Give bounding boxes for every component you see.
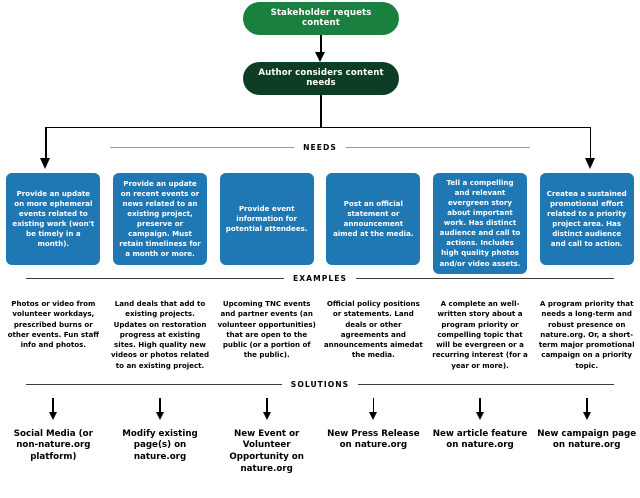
solutions-col-5: New article feature on nature.org xyxy=(427,398,534,475)
needs-col-3: Provide event information for potential … xyxy=(213,173,320,274)
need-card-press-release: Post an official statement or announceme… xyxy=(326,173,421,265)
solutions-col-6: New campaign page on nature.org xyxy=(533,398,640,475)
connector-drop-left xyxy=(45,127,47,161)
connector-drop-right xyxy=(589,127,592,161)
arrow-head-solution-1 xyxy=(49,411,58,420)
need-card-modify-page: Provide an update on recent events or ne… xyxy=(113,173,207,265)
examples-col-1: Photos or video from volunteer workdays,… xyxy=(0,299,107,371)
node-author-considers-needs: Author considers content needs xyxy=(243,62,399,95)
divider-rule-left xyxy=(26,277,285,280)
solution-text-event-volunteer: New Event or Volunteer Opportunity on na… xyxy=(229,428,304,474)
example-text-article-feature: A complete an well-written story about a… xyxy=(432,299,528,370)
solution-text-campaign-page: New campaign page on nature.org xyxy=(537,428,637,451)
examples-col-2: Land deals that add to existing projects… xyxy=(107,299,214,371)
solution-text-article-feature: New article feature on nature.org xyxy=(432,428,528,451)
arrow-head-branch-right xyxy=(584,158,595,169)
arrow-stem-solution-4 xyxy=(372,398,375,412)
example-text-social-media: Photos or video from volunteer workdays,… xyxy=(7,299,100,350)
arrow-stem-solution-1 xyxy=(52,398,55,412)
divider-rule-left xyxy=(25,383,282,386)
needs-col-4: Post an official statement or announceme… xyxy=(320,173,427,274)
arrow-head-stakeholder-to-author xyxy=(315,52,325,62)
arrow-head-solution-4 xyxy=(369,411,378,420)
example-text-event: Upcoming TNC events and partner events (… xyxy=(217,299,316,360)
arrow-head-solution-5 xyxy=(476,411,485,420)
arrow-head-solution-3 xyxy=(262,411,271,420)
section-divider-needs: NEEDS xyxy=(0,143,640,152)
connector-stem-author-to-bus xyxy=(320,95,322,128)
example-text-modify-page: Land deals that add to existing projects… xyxy=(110,299,210,370)
arrow-head-solution-2 xyxy=(156,411,164,420)
solutions-col-2: Modify existing page(s) on nature.org xyxy=(107,398,214,475)
divider-rule-right xyxy=(358,383,615,386)
examples-row: Photos or video from volunteer workdays,… xyxy=(0,299,640,371)
need-card-campaign: Createa a sustained promotional effort r… xyxy=(539,173,634,265)
solutions-col-3: New Event or Volunteer Opportunity on na… xyxy=(213,398,320,475)
solution-text-press-release: New Press Release on nature.org xyxy=(327,428,420,451)
needs-col-5: Tell a compelling and relevant evergreen… xyxy=(427,173,534,274)
solution-text-modify-page: Modify existing page(s) on nature.org xyxy=(122,428,198,462)
node-stakeholder-request: Stakeholder requets content xyxy=(243,2,399,35)
example-text-campaign: A program priority that needs a long-ter… xyxy=(538,299,635,370)
arrow-head-branch-left xyxy=(40,158,51,169)
divider-rule-right xyxy=(355,277,614,280)
needs-row: Provide an update on more ephemeral even… xyxy=(0,173,640,274)
example-text-press-release: Official policy positions or statements.… xyxy=(323,299,423,360)
connector-stem-stakeholder-to-author xyxy=(320,35,322,54)
examples-col-5: A complete an well-written story about a… xyxy=(427,299,534,371)
divider-rule-left xyxy=(110,147,295,148)
section-divider-solutions: SOLUTIONS xyxy=(0,380,640,389)
need-card-article-feature: Tell a compelling and relevant evergreen… xyxy=(433,173,528,274)
examples-col-6: A program priority that needs a long-ter… xyxy=(533,299,640,371)
divider-rule-right xyxy=(345,147,530,148)
need-card-event: Provide event information for potential … xyxy=(219,173,314,265)
section-label-needs: NEEDS xyxy=(303,143,337,152)
examples-col-4: Official policy positions or statements.… xyxy=(320,299,427,371)
needs-col-1: Provide an update on more ephemeral even… xyxy=(0,173,107,274)
solutions-col-1: Social Media (or non-nature.org platform… xyxy=(0,398,107,475)
connector-horizontal-bus xyxy=(45,126,591,129)
solutions-col-4: New Press Release on nature.org xyxy=(320,398,427,475)
arrow-stem-solution-6 xyxy=(585,398,588,412)
section-label-solutions: SOLUTIONS xyxy=(290,380,350,389)
section-divider-examples: EXAMPLES xyxy=(0,274,640,283)
arrow-stem-solution-5 xyxy=(479,398,481,412)
arrow-stem-solution-3 xyxy=(265,398,268,412)
arrow-stem-solution-2 xyxy=(159,398,161,412)
section-label-examples: EXAMPLES xyxy=(293,274,347,283)
solution-text-social-media: Social Media (or non-nature.org platform… xyxy=(13,428,93,462)
solutions-row: Social Media (or non-nature.org platform… xyxy=(0,398,640,475)
examples-col-3: Upcoming TNC events and partner events (… xyxy=(213,299,320,371)
arrow-head-solution-6 xyxy=(582,411,591,420)
needs-col-2: Provide an update on recent events or ne… xyxy=(107,173,214,274)
need-card-social-media: Provide an update on more ephemeral even… xyxy=(6,173,101,265)
needs-col-6: Createa a sustained promotional effort r… xyxy=(533,173,640,274)
